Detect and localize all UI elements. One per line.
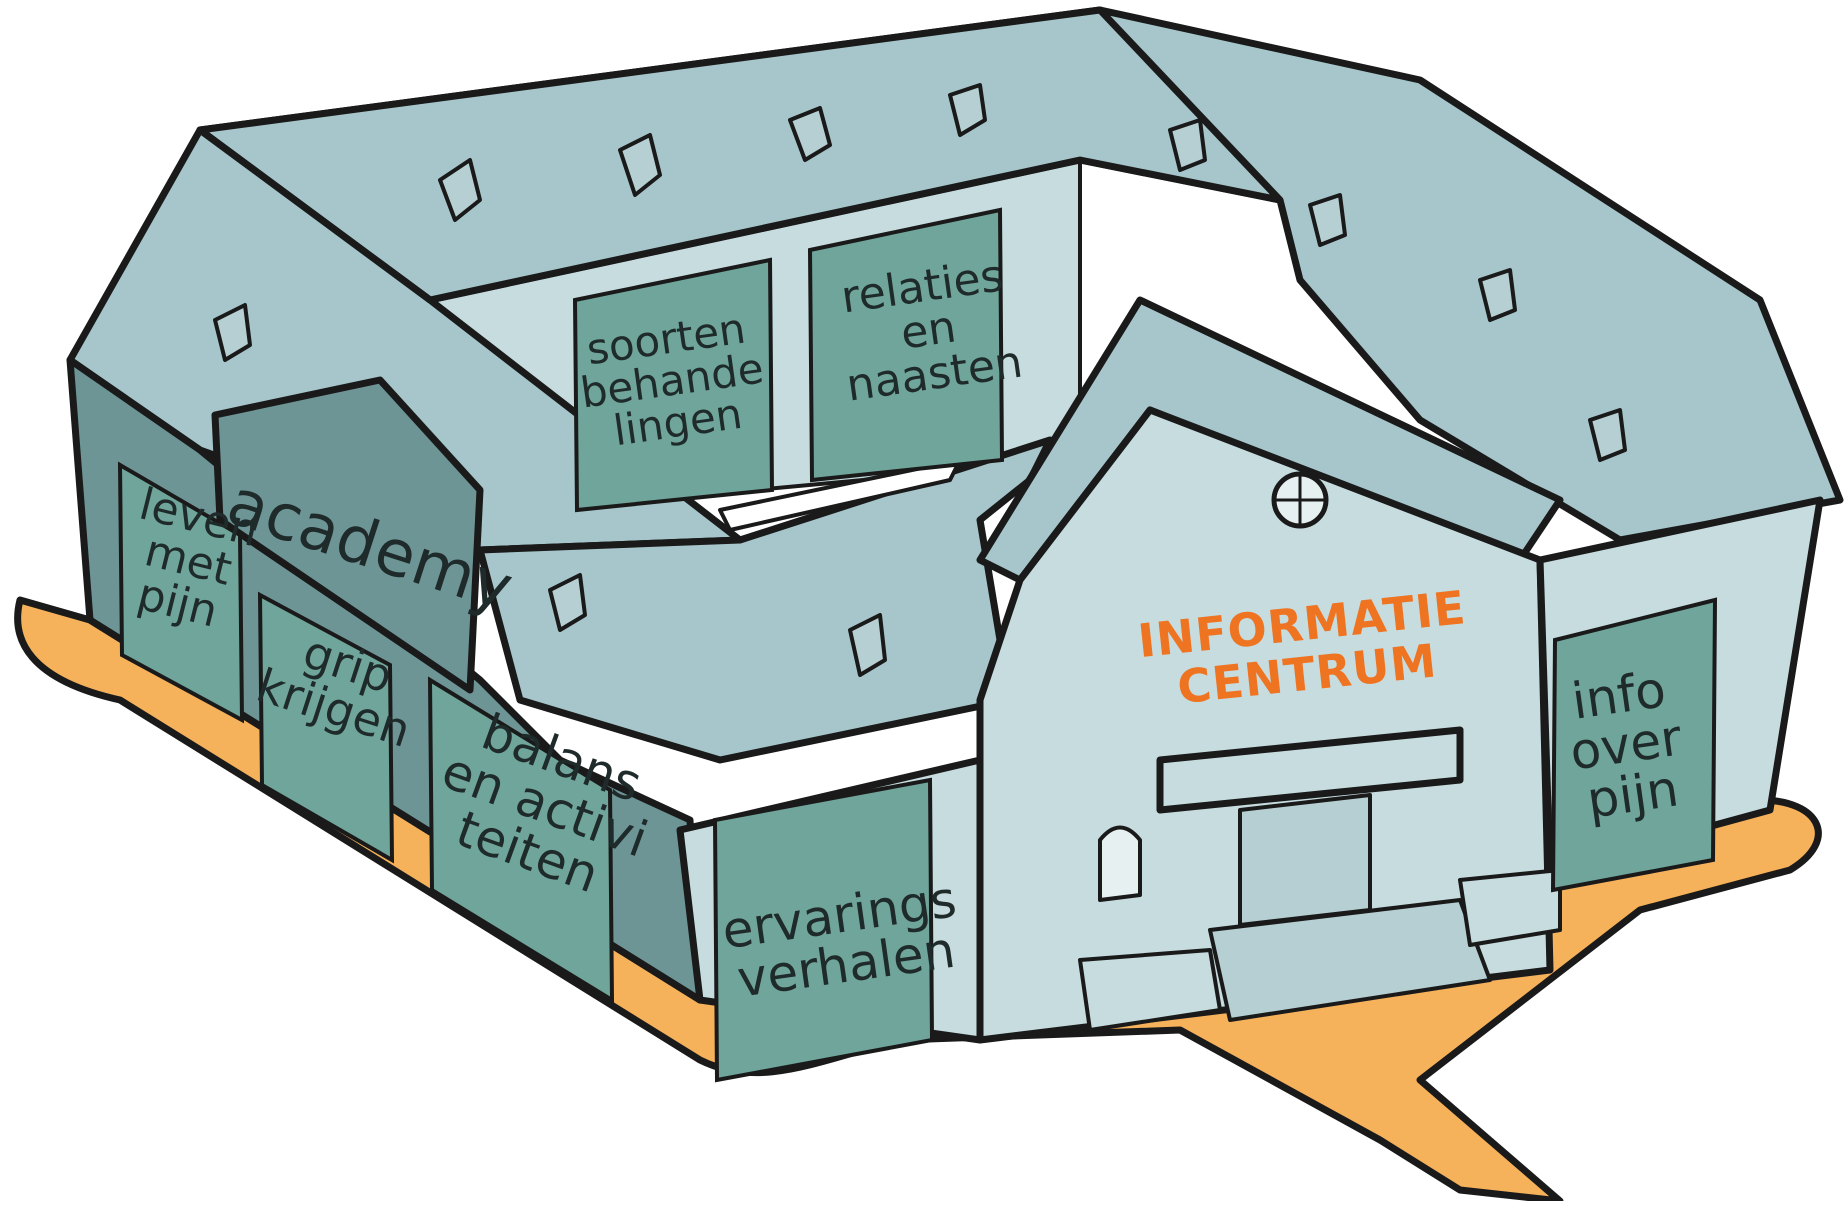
soorten-label[interactable]: soorten behande lingen	[572, 304, 772, 456]
portico-roof	[1156, 726, 1464, 814]
panel-grip-krijgen	[257, 591, 395, 864]
dormer-window-icon	[438, 158, 482, 222]
info-over-pijn-label[interactable]: info over pijn	[1560, 660, 1691, 830]
entrance-door	[1238, 793, 1372, 927]
panel-info-over-pijn	[1550, 597, 1718, 893]
panel-soorten	[572, 257, 775, 513]
courtyard-gap	[718, 458, 962, 532]
dormer-window-icon	[548, 573, 587, 632]
dormer-window-icon	[1588, 408, 1627, 462]
panel-ervarings	[712, 777, 935, 1083]
dormer-window-icon	[948, 83, 987, 137]
plinth-left	[1078, 948, 1222, 1032]
roof-front	[476, 436, 1054, 764]
steps	[1208, 898, 1492, 1022]
dormer-window-icon	[1478, 268, 1517, 322]
panel-relaties	[807, 207, 1005, 483]
plinth-right	[1458, 868, 1562, 947]
info-over-pijn-line-3: pijn	[1583, 759, 1682, 830]
dormer-window-icon	[848, 613, 887, 677]
dormer-window-icon	[1308, 193, 1347, 247]
dormer-window-icon	[213, 303, 252, 362]
panel-leven-met-pijn	[117, 461, 245, 724]
dormer-window-icon	[1168, 118, 1207, 172]
academy-gable	[211, 376, 484, 694]
panel-balans	[427, 676, 615, 1004]
dormer-window-icon	[618, 133, 662, 197]
arched-window-left	[1098, 825, 1142, 902]
relaties-label[interactable]: relaties en naasten	[832, 250, 1026, 411]
dormer-window-icon	[788, 106, 832, 162]
